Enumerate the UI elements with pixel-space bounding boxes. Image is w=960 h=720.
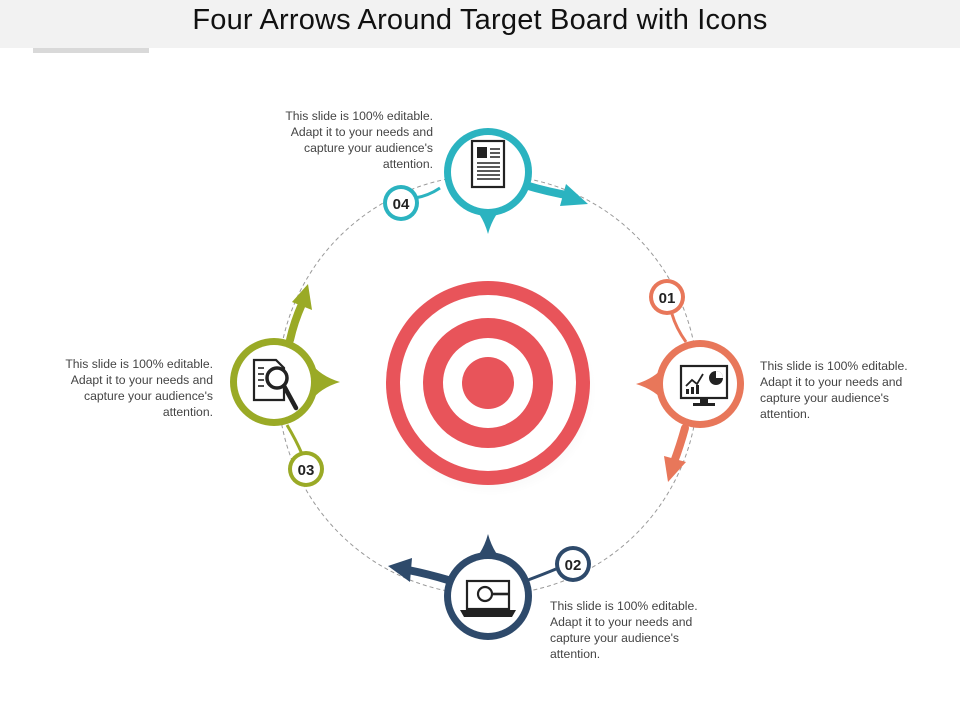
target-bullseye xyxy=(462,357,514,409)
step-01-number: 01 xyxy=(659,290,676,307)
step-02-number: 02 xyxy=(565,557,582,574)
step-03-description: This slide is 100% editable. Adapt it to… xyxy=(65,357,213,419)
step-02-description: This slide is 100% editable. Adapt it to… xyxy=(550,599,698,661)
document-magnifier-icon xyxy=(252,358,299,411)
step-03-group: 03 xyxy=(230,284,340,487)
step-03-arrow-body xyxy=(286,300,306,344)
step-02-group: 02 xyxy=(388,534,591,640)
step-01-arrowhead xyxy=(664,456,686,482)
monitor-chart-icon xyxy=(679,364,729,406)
step-02-arrowhead xyxy=(388,558,412,582)
step-04-arrowhead xyxy=(560,184,588,206)
laptop-search-icon xyxy=(460,579,516,617)
target-board-icon xyxy=(386,281,596,496)
slide-title: Four Arrows Around Target Board with Ico… xyxy=(192,4,768,36)
step-01-group: 01 xyxy=(636,279,744,482)
step-02-arrow-body xyxy=(404,566,452,584)
resume-document-icon xyxy=(470,139,506,189)
step-04-number: 04 xyxy=(393,196,410,213)
step-03-pointer xyxy=(310,362,340,402)
step-03-number: 03 xyxy=(298,462,315,479)
step-03-arrowhead xyxy=(292,284,312,310)
step-04-description: This slide is 100% editable. Adapt it to… xyxy=(285,109,433,171)
title-underline xyxy=(33,48,149,53)
title-bar xyxy=(0,0,960,48)
step-01-description: This slide is 100% editable. Adapt it to… xyxy=(760,359,908,421)
step-04-group: 04 xyxy=(383,128,588,234)
step-01-arrow-body xyxy=(670,424,689,466)
